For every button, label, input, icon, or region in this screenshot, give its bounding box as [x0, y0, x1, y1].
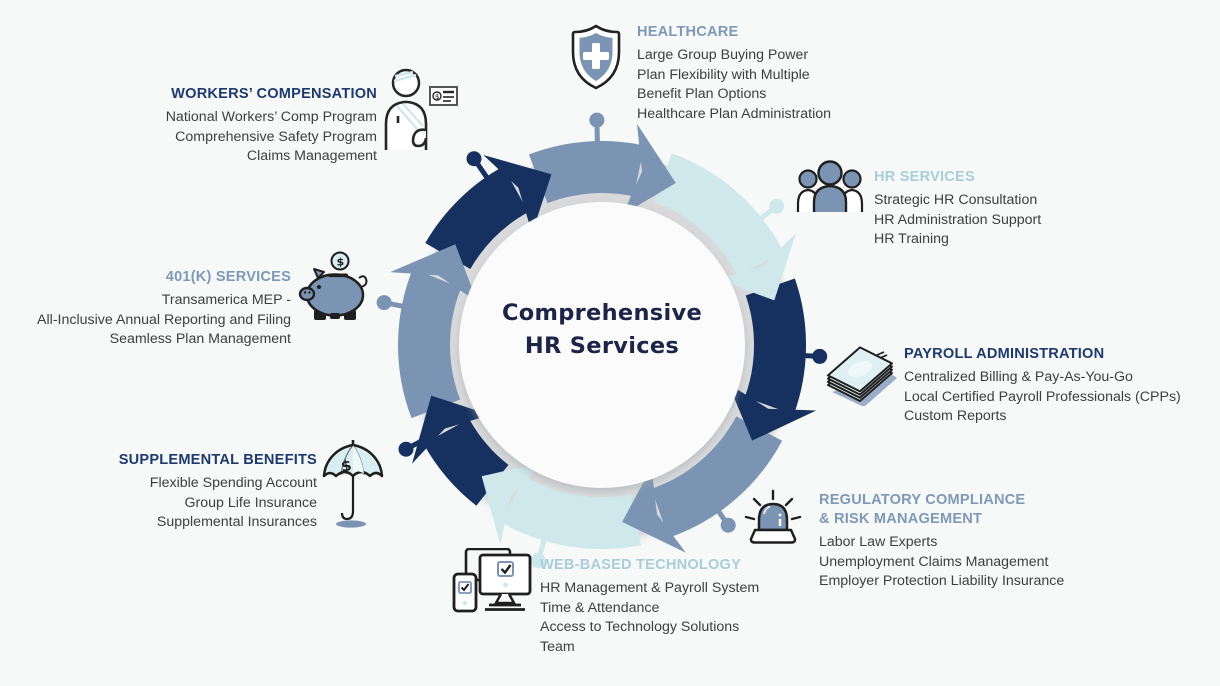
section-healthcare-line: Healthcare Plan Administration	[637, 105, 831, 122]
paycheck-glyph: $	[429, 86, 458, 106]
section-payroll: PAYROLL ADMINISTRATION Centralized Billi…	[904, 345, 1204, 427]
svg-text:$: $	[337, 256, 345, 269]
section-regulatory-line: Unemployment Claims Management	[819, 553, 1049, 570]
cycle-arrowhead-bottom-cyan	[481, 462, 543, 545]
section-hr-services-line: HR Administration Support	[874, 211, 1042, 228]
section-web-tech-line: Access to Technology Solutions	[540, 619, 740, 636]
connector-dot-supplemental	[398, 441, 414, 457]
section-workers-comp: WORKERS’ COMPENSATION National Workers’ …	[127, 85, 377, 167]
section-regulatory-line: Employer Protection Liability Insurance	[819, 573, 1065, 590]
section-workers-comp-title: WORKERS’ COMPENSATION	[171, 86, 377, 102]
connector-dot-web-tech	[530, 553, 546, 569]
section-web-tech-title: WEB-BASED TECHNOLOGY	[540, 557, 742, 573]
cycle-segment-left-slate	[398, 268, 462, 419]
section-payroll-line: Custom Reports	[904, 408, 1007, 425]
siren-icon	[744, 489, 802, 544]
cycle-arrowhead-right-navy	[728, 383, 817, 441]
cycle-arrowhead-bottomleft-navy	[412, 395, 491, 464]
section-payroll-line: Local Certified Payroll Professionals (C…	[904, 388, 1181, 405]
section-web-tech-line: Time & Attendance	[540, 599, 660, 616]
section-healthcare-line: Large Group Buying Power	[637, 47, 809, 63]
section-supplemental-title: SUPPLEMENTAL BENEFITS	[118, 452, 317, 468]
section-regulatory: REGULATORY COMPLIANCE & RISK MANAGEMENT …	[819, 491, 1065, 592]
section-web-tech-line: Team	[540, 638, 575, 655]
cycle-center-circle	[459, 202, 745, 488]
section-401k-line: Seamless Plan Management	[109, 331, 291, 348]
section-hr-services-title: HR SERVICES	[874, 169, 975, 185]
section-regulatory-line: Labor Law Experts	[819, 534, 938, 550]
section-workers-comp-line: Claims Management	[246, 148, 377, 165]
section-workers-comp-line: National Workers’ Comp Program	[165, 109, 377, 125]
connector-dot-k401	[376, 295, 392, 311]
section-healthcare-line: Plan Flexibility with Multiple	[637, 66, 810, 83]
section-401k-line: All-Inclusive Annual Reporting and Filin…	[37, 311, 291, 328]
section-web-tech-line: HR Management & Payroll System	[540, 580, 760, 596]
section-healthcare-title: HEALTHCARE	[637, 24, 739, 40]
cash-stack-icon	[827, 346, 897, 406]
section-401k-line: Transamerica MEP -	[161, 292, 291, 308]
svg-text:$: $	[340, 456, 353, 476]
center-title-line2: HR Services	[524, 333, 680, 359]
connector-dot-regulatory	[720, 517, 736, 533]
section-supplemental-line: Flexible Spending Account	[149, 475, 317, 491]
center-title-line1: Comprehensive	[501, 300, 703, 326]
section-supplemental-line: Group Life Insurance	[184, 494, 318, 511]
cycle-arrowhead-topright-cyan	[716, 233, 796, 301]
svg-text:$: $	[435, 93, 439, 101]
cycle-arrowhead-left-slate	[390, 244, 478, 302]
section-regulatory-title: REGULATORY COMPLIANCE & RISK MANAGEMENT	[819, 492, 1026, 527]
section-healthcare-line: Benefit Plan Options	[637, 86, 767, 103]
section-hr-services-line: HR Training	[874, 231, 949, 248]
people-group-icon	[796, 160, 864, 212]
section-workers-comp-line: Comprehensive Safety Program	[175, 128, 377, 145]
cycle-segment-topright-cyan	[653, 153, 784, 277]
section-401k: 401(K) SERVICES Transamerica MEP - All-I…	[1, 268, 291, 350]
umbrella-dollar-icon: $	[322, 440, 384, 528]
piggy-bank-icon: $	[298, 251, 368, 320]
cycle-segment-right-navy	[744, 278, 806, 415]
cycle-segment-top-slate	[528, 141, 645, 204]
section-payroll-title: PAYROLL ADMINISTRATION	[904, 346, 1105, 362]
injured-person-with-paycheck-icon: $	[384, 68, 458, 150]
section-healthcare: HEALTHCARE Large Group Buying Power Plan…	[637, 23, 867, 124]
connector-dot-workers-comp	[466, 151, 482, 167]
cycle-arrowhead-topleft-navy	[483, 155, 552, 234]
connector-dot-healthcare	[589, 112, 605, 128]
cycle-diagram	[376, 112, 828, 569]
connector-dot-payroll	[812, 348, 828, 364]
section-401k-title: 401(K) SERVICES	[165, 269, 291, 285]
shield-cross-icon	[571, 24, 621, 90]
connector-dot-hr-services	[769, 198, 784, 214]
section-supplemental: SUPPLEMENTAL BENEFITS Flexible Spending …	[77, 451, 317, 533]
cycle-segment-bottom-cyan	[500, 476, 641, 549]
section-hr-services-line: Strategic HR Consultation	[874, 192, 1038, 208]
section-supplemental-line: Supplemental Insurances	[156, 514, 317, 531]
cycle-segment-bottomright-slate	[650, 415, 783, 538]
diagram-center-title: Comprehensive HR Services	[462, 297, 742, 363]
section-web-tech: WEB-BASED TECHNOLOGY HR Management & Pay…	[540, 556, 770, 657]
cycle-arrowhead-top-slate	[622, 123, 676, 215]
section-payroll-line: Centralized Billing & Pay-As-You-Go	[904, 369, 1133, 385]
section-hr-services: HR SERVICES Strategic HR Consultation HR…	[874, 168, 1094, 250]
cycle-arrowhead-bottomright-slate	[622, 467, 686, 553]
devices-checkbox-icon	[452, 548, 532, 613]
